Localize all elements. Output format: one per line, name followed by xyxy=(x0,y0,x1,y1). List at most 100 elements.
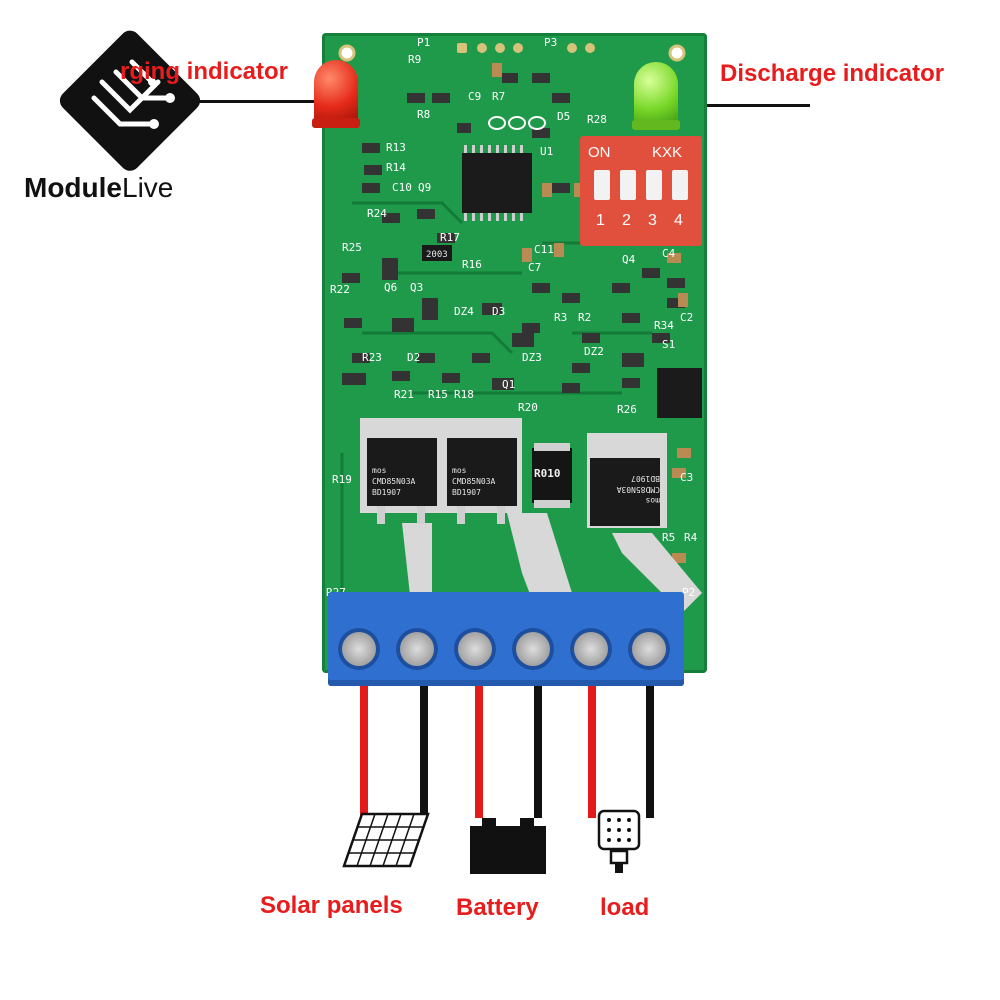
silk-r9: R9 xyxy=(408,53,422,66)
mosfet-2-label: mos CMD85N03A BD1907 xyxy=(452,465,518,498)
silk-r14: R14 xyxy=(386,161,406,174)
circuit-logo-icon xyxy=(59,30,201,171)
silk-r21: R21 xyxy=(394,388,414,401)
silk-c7: C7 xyxy=(528,261,542,274)
mosfet-3 xyxy=(590,458,660,526)
silk-d2: D2 xyxy=(407,351,421,364)
brand-name-bold: Module xyxy=(24,172,122,203)
terminal-screw-3[interactable] xyxy=(458,632,492,666)
silk-r18: R18 xyxy=(454,388,474,401)
silk-r25: R25 xyxy=(342,241,362,254)
silk-c4: C4 xyxy=(662,247,676,260)
silk-r26: R26 xyxy=(617,403,637,416)
mosfet-3-label: mos CMD85N03A BD1907 xyxy=(594,473,660,506)
silk-d5: D5 xyxy=(557,110,571,123)
mosfet-3-code: BD1907 xyxy=(631,474,660,483)
wire-battery-positive xyxy=(475,686,483,818)
silk-c10: C10 xyxy=(392,181,412,194)
battery-icon xyxy=(470,818,546,874)
dip-switch-on-label: ON xyxy=(588,144,611,161)
silk-r2: R2 xyxy=(578,311,592,324)
silk-q6: Q6 xyxy=(384,281,398,294)
discharge-indicator-label: Discharge indicator xyxy=(720,60,945,87)
charge-indicator-label: rging indicator xyxy=(120,58,288,85)
silk-q4: Q4 xyxy=(622,253,636,266)
silk-r4: R4 xyxy=(684,531,698,544)
main-ic-label: U1 xyxy=(540,145,554,158)
silk-r23: R23 xyxy=(362,351,382,364)
silk-c3: C3 xyxy=(680,471,694,484)
solar-panels-label: Solar panels xyxy=(260,892,403,919)
solar-panel-icon xyxy=(342,812,430,868)
dip-lever-4[interactable] xyxy=(672,170,688,200)
silk-dz3: DZ3 xyxy=(522,351,542,364)
brand-name-light: Live xyxy=(122,172,174,203)
terminal-block xyxy=(328,592,684,686)
mosfet-2-brand: mos xyxy=(452,466,467,475)
shunt-label: R010 xyxy=(534,467,561,480)
silk-r22: R22 xyxy=(330,283,350,296)
silk-d3: D3 xyxy=(492,305,506,318)
load-label: load xyxy=(600,894,650,921)
mosfet-1-part: CMD85N03A xyxy=(372,477,416,486)
mosfet-1-label: mos CMD85N03A BD1907 xyxy=(372,465,438,498)
charge-indicator-led xyxy=(312,60,362,140)
charge-indicator-leader xyxy=(195,100,315,103)
wire-solar-negative xyxy=(420,686,428,818)
silk-r28: R28 xyxy=(587,113,607,126)
mosfet-1-code: BD1907 xyxy=(372,488,401,497)
silk-q1: Q1 xyxy=(502,378,516,391)
dip-switch[interactable]: ON KXK 1 2 3 4 xyxy=(580,136,702,246)
silk-s1: S1 xyxy=(662,338,676,351)
mosfet-2-part: CMD85N03A xyxy=(452,477,496,486)
battery-label: Battery xyxy=(456,894,539,921)
wire-load-positive xyxy=(588,686,596,818)
mosfet-1-brand: mos xyxy=(372,466,387,475)
dip-position-3: 3 xyxy=(648,212,657,229)
silk-r16: R16 xyxy=(462,258,482,271)
silk-r17: R17 xyxy=(440,231,460,244)
mosfet-3-part: CMD85N03A xyxy=(616,485,660,494)
silk-r3: R3 xyxy=(554,311,568,324)
dip-lever-1[interactable] xyxy=(594,170,610,200)
silk-c9: C9 xyxy=(468,90,482,103)
discharge-indicator-led xyxy=(632,62,682,142)
wire-solar-positive xyxy=(360,686,368,818)
terminal-screw-6[interactable] xyxy=(632,632,666,666)
pcb-artwork: 2003 xyxy=(338,43,702,633)
dip-lever-2[interactable] xyxy=(620,170,636,200)
mosfet-1 xyxy=(367,438,437,506)
dip-lever-3[interactable] xyxy=(646,170,662,200)
silk-r8: R8 xyxy=(417,108,431,121)
silk-p1: P1 xyxy=(417,36,431,49)
dip-switch-brand-label: KXK xyxy=(652,144,683,161)
silk-r15: R15 xyxy=(428,388,448,401)
silk-c2: C2 xyxy=(680,311,694,324)
terminal-screw-2[interactable] xyxy=(400,632,434,666)
wire-battery-negative xyxy=(534,686,542,818)
brand-logo: ModuleLive xyxy=(20,20,220,220)
silk-r24: R24 xyxy=(367,207,387,220)
silk-r5: R5 xyxy=(662,531,676,544)
silk-r20: R20 xyxy=(518,401,538,414)
mosfet-2-code: BD1907 xyxy=(452,488,481,497)
terminal-screw-4[interactable] xyxy=(516,632,550,666)
mosfet-2 xyxy=(447,438,517,506)
controller-pcb: 2003 xyxy=(322,33,707,673)
silk-r34: R34 xyxy=(654,319,674,332)
dip-position-2: 2 xyxy=(622,212,631,229)
silk-p2: P2 xyxy=(682,586,696,599)
wire-load-negative xyxy=(646,686,654,818)
resistor-2003-label: 2003 xyxy=(426,250,448,260)
terminal-screw-1[interactable] xyxy=(342,632,376,666)
brand-name: ModuleLive xyxy=(24,172,173,204)
silk-r7: R7 xyxy=(492,90,506,103)
mosfet-3-brand: mos xyxy=(645,496,660,505)
load-bulb-icon xyxy=(597,809,641,873)
dip-position-4: 4 xyxy=(674,212,683,229)
dip-position-1: 1 xyxy=(596,212,605,229)
terminal-screw-5[interactable] xyxy=(574,632,608,666)
silk-c11: C11 xyxy=(534,243,554,256)
silk-dz4: DZ4 xyxy=(454,305,474,318)
silk-dz2: DZ2 xyxy=(584,345,604,358)
